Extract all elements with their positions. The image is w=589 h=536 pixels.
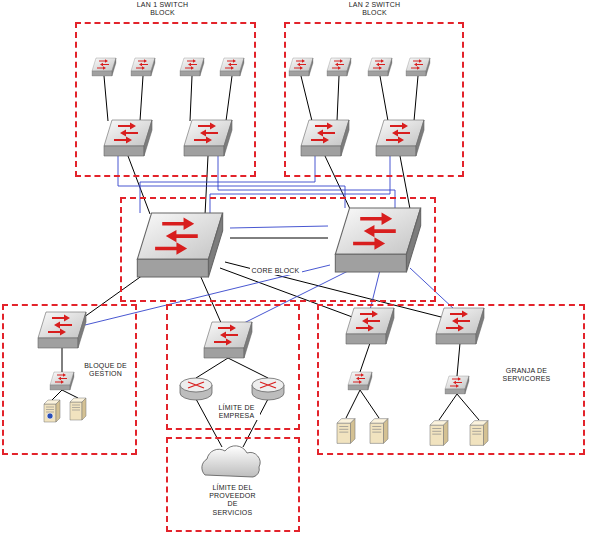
black-wires bbox=[228, 358, 268, 378]
access-switches bbox=[92, 58, 116, 76]
servers bbox=[470, 421, 488, 446]
black-wires bbox=[62, 390, 78, 398]
black-wires bbox=[414, 76, 418, 121]
black-wires bbox=[62, 348, 63, 372]
block-label: GRANJA DE SERVICORES bbox=[501, 367, 553, 384]
access-switches bbox=[368, 58, 392, 76]
black-wires bbox=[325, 156, 350, 209]
black-wires bbox=[457, 394, 479, 420]
black-wires bbox=[200, 275, 222, 325]
block-label: LAN 2 SWITCH BLOCK bbox=[340, 1, 410, 18]
core-switches bbox=[335, 208, 420, 272]
distribution-switches bbox=[184, 120, 232, 156]
black-wires bbox=[360, 390, 379, 418]
black-wires bbox=[52, 390, 62, 400]
enterprise-edge-block: LÍMITE DE EMPRESA bbox=[166, 304, 300, 430]
access-switches bbox=[220, 58, 244, 76]
core-switches bbox=[137, 213, 222, 277]
distribution-switches bbox=[38, 120, 484, 358]
blue-wires bbox=[85, 156, 455, 325]
routers bbox=[252, 378, 284, 400]
black-wires bbox=[230, 238, 328, 239]
black-wires bbox=[190, 76, 192, 121]
distribution-switches bbox=[301, 120, 349, 156]
routers bbox=[180, 378, 212, 400]
access-switches bbox=[348, 372, 372, 390]
black-wires bbox=[439, 394, 457, 420]
servers bbox=[70, 398, 86, 420]
access-switches bbox=[289, 58, 313, 76]
distribution-switches bbox=[104, 120, 152, 156]
black-wires bbox=[205, 156, 208, 215]
block-label: LAN 1 SWITCH BLOCK bbox=[128, 1, 198, 18]
distribution-switches bbox=[376, 120, 424, 156]
block-label: LÍMITE DE EMPRESA bbox=[214, 404, 260, 421]
switch-block: LAN 1 SWITCH BLOCK bbox=[75, 22, 256, 177]
access-switches bbox=[50, 372, 74, 390]
servers bbox=[430, 421, 448, 446]
distribution-switches bbox=[346, 308, 394, 344]
access-switches bbox=[327, 58, 351, 76]
routers bbox=[180, 378, 284, 400]
provider-cloud bbox=[202, 446, 260, 477]
server-farm-block: GRANJA DE SERVICORES bbox=[317, 304, 585, 455]
access-switches bbox=[131, 58, 155, 76]
distribution-switches bbox=[204, 322, 252, 358]
servers bbox=[337, 419, 355, 444]
access-switches bbox=[180, 58, 204, 76]
provider-edge-block: LÍMITE DEL PROVEEDOR DE SERVICIOS bbox=[166, 437, 300, 532]
black-wires bbox=[104, 76, 108, 121]
black-wires bbox=[360, 343, 370, 372]
servers bbox=[370, 419, 388, 444]
core-block: CORE BLOCK bbox=[120, 197, 436, 302]
black-wires bbox=[400, 156, 410, 209]
block-label: CORE BLOCK bbox=[250, 267, 302, 275]
black-wires bbox=[346, 390, 360, 418]
block-label: LÍMITE DEL PROVEEDOR DE SERVICIOS bbox=[207, 484, 259, 518]
servers bbox=[44, 400, 60, 422]
blue-wires bbox=[230, 226, 328, 228]
black-wires bbox=[196, 358, 228, 378]
access-switches bbox=[50, 58, 469, 394]
black-wires bbox=[301, 76, 312, 121]
management-block: BLOQUE DE GESTION bbox=[2, 304, 137, 455]
block-label: BLOQUE DE GESTION bbox=[83, 362, 129, 379]
black-wires bbox=[226, 76, 232, 121]
blue-wires bbox=[140, 156, 315, 213]
black-wires bbox=[128, 156, 150, 214]
black-wires bbox=[140, 76, 143, 121]
distribution-switches bbox=[38, 312, 86, 348]
blue-wires bbox=[240, 270, 350, 325]
core-switches bbox=[137, 208, 420, 277]
servers bbox=[47, 413, 53, 419]
switch-block: LAN 2 SWITCH BLOCK bbox=[284, 22, 464, 177]
black-wires bbox=[380, 76, 388, 121]
distribution-switches bbox=[436, 308, 484, 344]
black-wires bbox=[52, 76, 479, 447]
blue-wires bbox=[210, 156, 390, 213]
black-wires bbox=[337, 76, 339, 121]
access-switches bbox=[406, 58, 430, 76]
black-wires bbox=[457, 343, 460, 376]
access-switches bbox=[445, 376, 469, 394]
